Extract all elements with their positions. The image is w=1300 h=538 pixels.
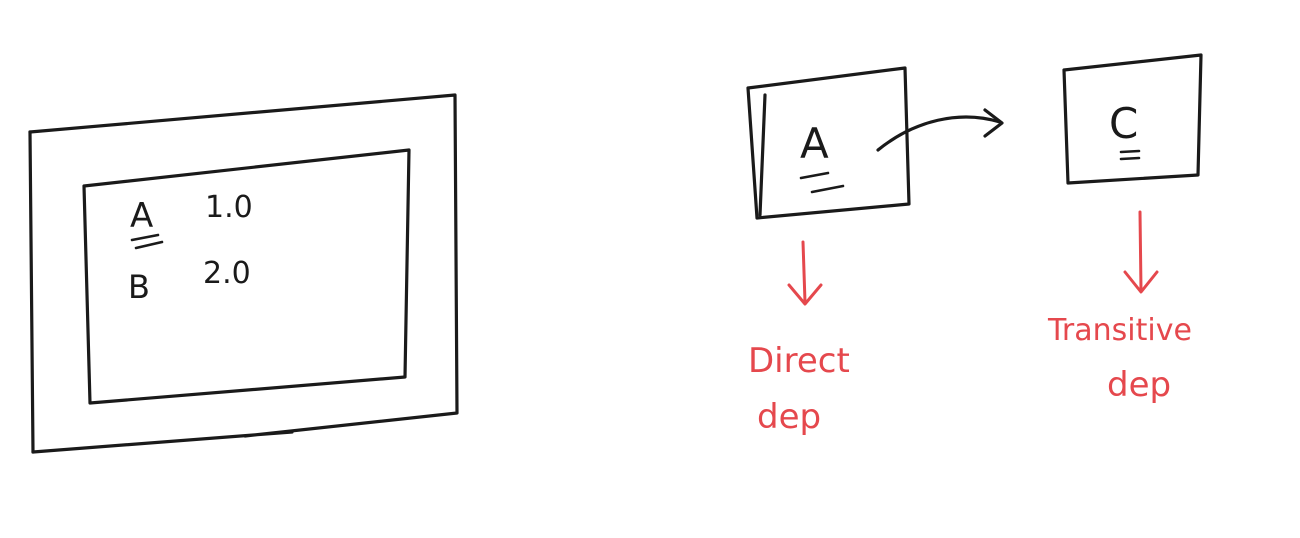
node-a: A xyxy=(746,66,911,220)
direct-dep-annotation: Direct dep xyxy=(748,240,850,437)
lockfile-row-b: B 2.0 xyxy=(128,256,251,306)
direct-arrow xyxy=(787,240,823,306)
underline-mark xyxy=(799,171,845,194)
lockfile-row-a: A 1.0 xyxy=(130,190,253,250)
underline-mark xyxy=(1119,149,1141,161)
transitive-arrow xyxy=(1123,210,1159,294)
lockfile-package-version: 2.0 xyxy=(203,256,251,291)
node-c-box xyxy=(1062,53,1203,185)
transitive-dep-annotation: Transitive dep xyxy=(1047,210,1192,405)
direct-dep-line1: Direct xyxy=(748,341,850,381)
transitive-dep-line1: Transitive xyxy=(1047,313,1192,348)
edge-arrowhead xyxy=(983,108,1004,138)
underline-mark xyxy=(130,233,164,250)
node-a-box xyxy=(746,66,911,220)
lockfile-package-name: B xyxy=(128,268,150,306)
outer-frame-edges xyxy=(28,130,35,454)
node-a-label: A xyxy=(800,119,829,168)
edge-a-to-c xyxy=(876,108,1004,152)
lockfile-sketch: A 1.0 B 2.0 xyxy=(28,93,459,454)
transitive-dep-line2: dep xyxy=(1107,365,1171,405)
lockfile-package-name: A xyxy=(130,196,153,236)
dependency-graph: A C Direct dep Transitive dep xyxy=(746,53,1203,437)
node-a-left-edge xyxy=(758,93,767,217)
direct-dep-line2: dep xyxy=(757,397,821,437)
lockfile-package-version: 1.0 xyxy=(205,190,253,225)
edge-line xyxy=(876,115,1002,152)
node-c: C xyxy=(1062,53,1203,185)
inner-frame xyxy=(82,148,411,405)
node-c-label: C xyxy=(1109,99,1138,148)
